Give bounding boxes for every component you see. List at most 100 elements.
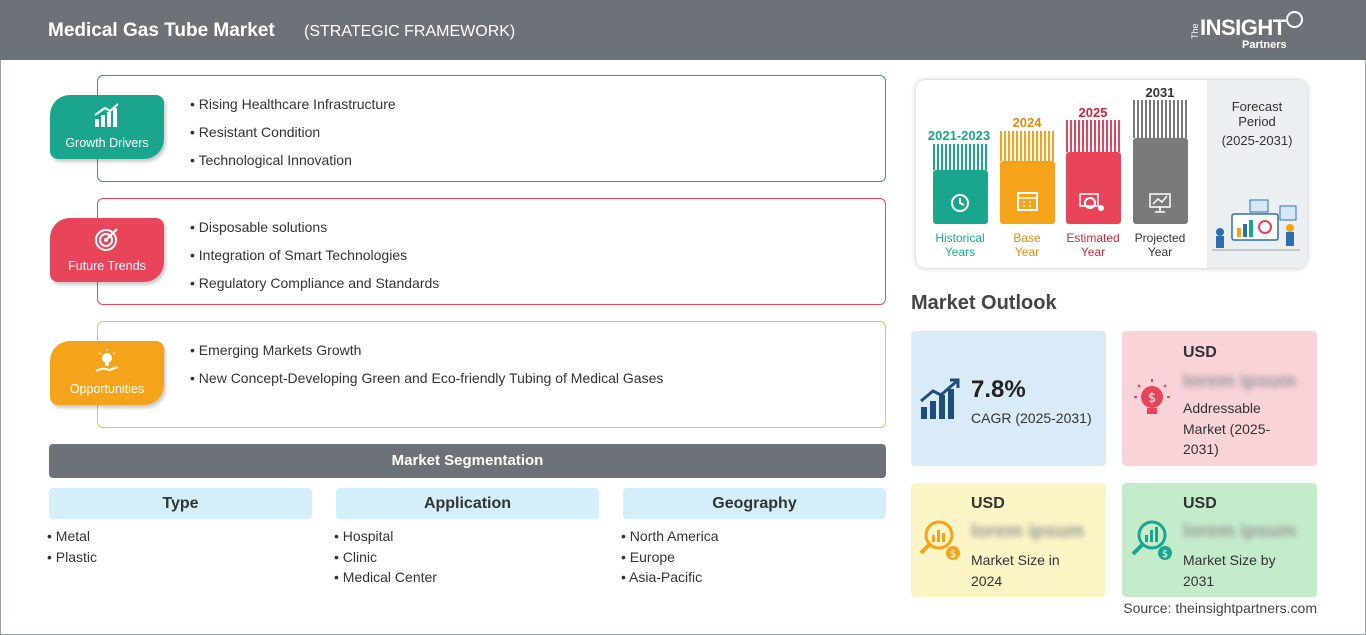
estimate-settings-icon xyxy=(1079,193,1104,211)
size2024-usd: USD xyxy=(971,495,1005,512)
list-item: • Europe xyxy=(621,548,675,565)
historical-year: 2021-2023 xyxy=(927,128,991,143)
list-item: • Resistant Condition xyxy=(190,124,321,140)
forecast-period-title: Forecast Period xyxy=(1231,99,1283,129)
analyst-dashboard-illustration xyxy=(1212,199,1300,251)
lightbulb-hand-icon xyxy=(95,349,119,372)
list-item: • Hospital xyxy=(334,528,394,544)
cagr-label: CAGR (2025-2031) xyxy=(971,410,1092,426)
dollar-bulb-icon: $ xyxy=(1134,379,1170,414)
projected-label: Projected Year xyxy=(1125,231,1195,259)
svg-text:$: $ xyxy=(1162,549,1168,560)
future-trends-label: Future Trends xyxy=(68,259,146,273)
estimated-label-line1: Estimated xyxy=(1066,231,1120,245)
bar-stripes xyxy=(1066,120,1121,152)
page-subtitle: (STRATEGIC FRAMEWORK) xyxy=(304,23,516,40)
list-item: • Rising Healthcare Infrastructure xyxy=(190,96,396,112)
svg-text:$: $ xyxy=(950,549,956,560)
historical-label-line1: Historical xyxy=(935,231,985,245)
growth-drivers-badge: Growth Drivers xyxy=(50,95,164,159)
source-note: Source: theinsightpartners.com xyxy=(1123,600,1317,616)
bar-stripes xyxy=(933,144,988,170)
base-label-line1: Base xyxy=(1013,231,1041,245)
page-title: Medical Gas Tube Market xyxy=(48,20,275,41)
list-item: • Medical Center xyxy=(334,569,437,585)
historical-bar xyxy=(933,170,988,224)
type-heading: Type xyxy=(49,488,312,519)
history-clock-icon xyxy=(951,194,969,212)
logo-partners-text: Partners xyxy=(1242,39,1287,51)
geography-list: • North America • Europe • Asia-Pacific xyxy=(621,526,719,588)
presentation-board-icon xyxy=(1149,193,1171,213)
logo-ring-icon xyxy=(1286,11,1303,28)
addressable-label: Addressable Market (2025-2031) xyxy=(1183,400,1271,457)
opportunities-label: Opportunities xyxy=(69,382,145,396)
size2024-value-blurred: lorem ipsum xyxy=(971,521,1084,542)
header-bar: Medical Gas Tube Market (STRATEGIC FRAME… xyxy=(0,0,1366,60)
bar-stripes xyxy=(1000,131,1055,161)
cagr-growth-icon xyxy=(920,378,960,419)
target-icon xyxy=(95,228,118,251)
projected-label-line1: Projected xyxy=(1134,231,1186,245)
projected-year: 2031 xyxy=(1145,85,1175,100)
market-size-2024-card: $ USD lorem ipsum Market Size in 2024 xyxy=(911,483,1106,597)
base-label-line2: Year xyxy=(1014,245,1040,259)
addressable-value-blurred: lorem ipsum xyxy=(1183,371,1296,392)
market-segmentation-header: Market Segmentation xyxy=(49,444,886,478)
logo-main-text: INSIGHT xyxy=(1200,15,1286,40)
calendar-icon xyxy=(1017,192,1038,211)
list-item: • Integration of Smart Technologies xyxy=(190,247,408,263)
growth-drivers-box: • Rising Healthcare Infrastructure • Res… xyxy=(97,75,886,182)
base-bar xyxy=(1000,161,1055,224)
estimated-bar xyxy=(1066,152,1121,224)
market-outlook-title: Market Outlook xyxy=(911,292,1057,314)
base-year: 2024 xyxy=(1012,115,1042,130)
list-item: • Disposable solutions xyxy=(190,219,328,235)
insight-partners-logo[interactable]: The INSIGHT Partners xyxy=(1190,9,1310,53)
estimated-year: 2025 xyxy=(1078,105,1108,120)
svg-text:$: $ xyxy=(1148,391,1156,406)
application-list: • Hospital • Clinic • Medical Center xyxy=(334,526,437,588)
opportunities-list: • Emerging Markets Growth • New Concept-… xyxy=(190,340,663,396)
size2024-label: Market Size in 2024 xyxy=(971,552,1060,589)
list-item: • Metal xyxy=(47,528,91,544)
list-item: • Clinic xyxy=(334,548,378,565)
growth-drivers-label: Growth Drivers xyxy=(65,136,149,150)
list-item: • Asia-Pacific xyxy=(621,569,703,585)
growth-drivers-list: • Rising Healthcare Infrastructure • Res… xyxy=(190,94,396,178)
addressable-market-card: $ USD lorem ipsum Addressable Market (20… xyxy=(1122,331,1317,466)
future-trends-badge: Future Trends xyxy=(50,218,164,282)
historical-label-line2: Years xyxy=(944,245,976,259)
type-list: • Metal • Plastic xyxy=(47,526,97,567)
projected-label-line2: Year xyxy=(1147,245,1173,259)
opportunities-box: • Emerging Markets Growth • New Concept-… xyxy=(97,321,886,428)
size2031-label: Market Size by 2031 xyxy=(1183,552,1276,589)
application-heading: Application xyxy=(336,488,599,519)
historical-label: Historical Years xyxy=(925,231,995,259)
list-item: • Regulatory Compliance and Standards xyxy=(190,275,440,291)
opportunities-badge: Opportunities xyxy=(50,341,164,405)
size2031-usd: USD xyxy=(1183,495,1217,512)
magnifier-growth-icon: $ xyxy=(1131,520,1172,560)
base-label: Base Year xyxy=(992,231,1062,259)
geography-heading: Geography xyxy=(623,488,886,519)
future-trends-box: • Disposable solutions • Integration of … xyxy=(97,198,886,305)
growth-chart-icon xyxy=(94,103,119,127)
list-item: • North America xyxy=(621,528,719,544)
future-trends-list: • Disposable solutions • Integration of … xyxy=(190,217,439,301)
market-size-2031-card: $ USD lorem ipsum Market Size by 2031 xyxy=(1122,483,1317,597)
projected-bar xyxy=(1133,138,1188,224)
estimated-label-line2: Year xyxy=(1080,245,1106,259)
bar-stripes xyxy=(1133,100,1188,138)
list-item: • New Concept-Developing Green and Eco-f… xyxy=(190,370,664,386)
list-item: • Plastic xyxy=(47,548,98,565)
estimated-label: Estimated Year xyxy=(1058,231,1128,259)
list-item: • Emerging Markets Growth xyxy=(190,342,362,358)
addressable-usd: USD xyxy=(1183,344,1217,361)
size2031-value-blurred: lorem ipsum xyxy=(1183,521,1296,542)
magnifier-chart-icon: $ xyxy=(919,520,960,560)
logo-the-text: The xyxy=(1190,23,1200,39)
cagr-card: 7.8% CAGR (2025-2031) xyxy=(911,331,1106,466)
list-item: • Technological Innovation xyxy=(190,152,352,168)
cagr-value: 7.8% xyxy=(971,376,1026,403)
